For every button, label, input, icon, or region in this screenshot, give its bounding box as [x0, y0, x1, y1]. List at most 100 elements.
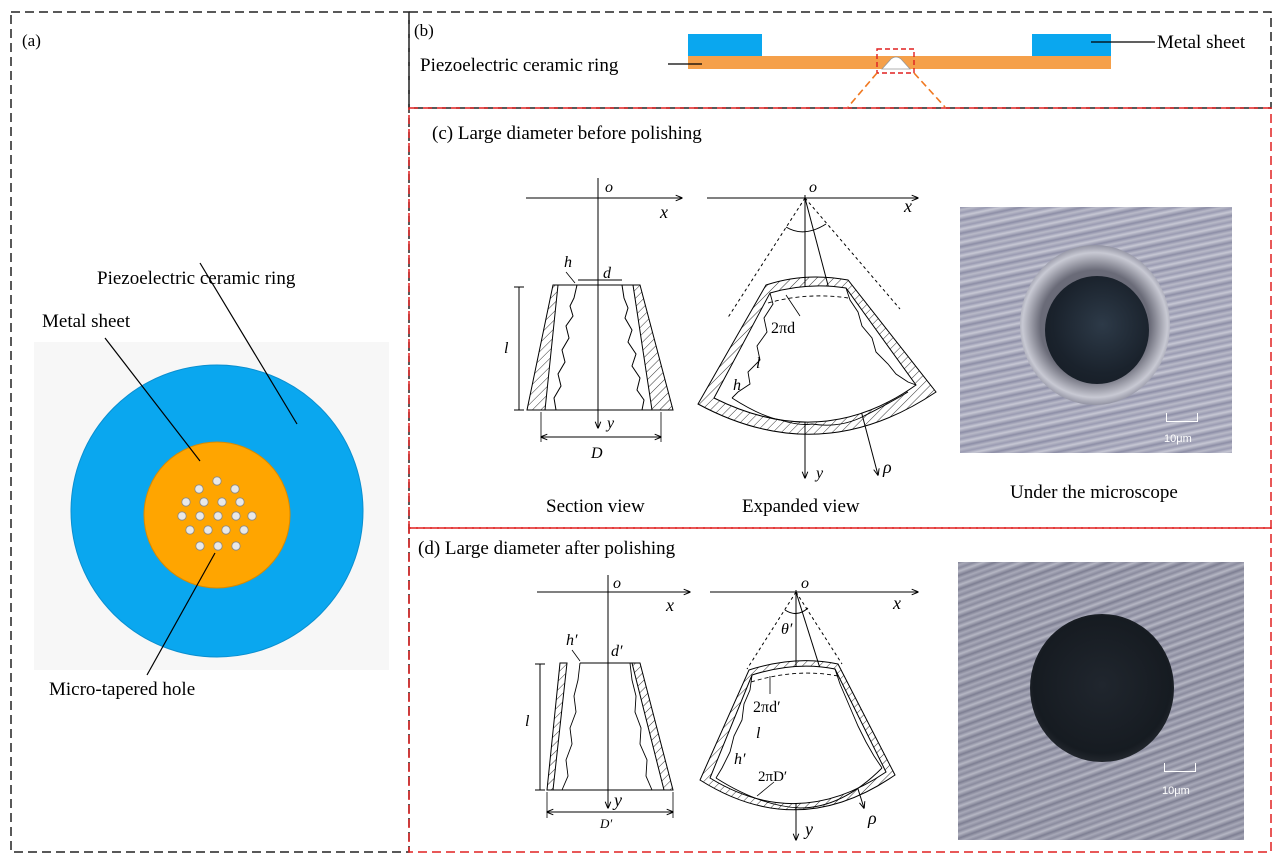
metal-leader-line	[104, 337, 201, 462]
panel-a-ring-label: Piezoelectric ceramic ring	[97, 268, 296, 289]
micro-hole	[195, 511, 205, 521]
metal-block-left	[688, 34, 762, 56]
rough-edge-left-d1	[561, 662, 581, 791]
micro-hole	[230, 484, 240, 494]
wall-left-c1	[526, 284, 559, 411]
taper-hole-profile	[881, 56, 911, 70]
l-label-d1: l	[525, 713, 530, 730]
micro-hole	[213, 541, 223, 551]
h-prime-label-d1: h′	[566, 632, 578, 649]
section-caption-c: Section view	[546, 496, 645, 517]
angle-arc-d2	[784, 607, 809, 614]
micro-hole	[213, 511, 223, 521]
theta-prime-label-d2: θ′	[781, 621, 793, 638]
micro-hole	[217, 497, 227, 507]
x-label-d2: x	[892, 593, 901, 613]
dashed-arc-c2	[767, 295, 849, 304]
wall-right-d1	[631, 662, 674, 791]
micro-hole	[181, 497, 191, 507]
panel-b-ring-label: Piezoelectric ceramic ring	[420, 55, 619, 76]
micro-hole	[235, 497, 245, 507]
panel-d-frame	[408, 527, 1272, 853]
rough-edge-right-c1	[621, 284, 645, 411]
rho-label-d2: ρ	[867, 808, 877, 828]
l-label-c1: l	[504, 340, 509, 357]
rough-right-d2	[834, 668, 883, 769]
micro-hole	[199, 497, 209, 507]
y-label-c1: y	[605, 415, 615, 432]
microscope-caption-c: Under the microscope	[1010, 482, 1178, 503]
panel-c-title: (c) Large diameter before polishing	[432, 123, 702, 144]
micro-hole	[212, 476, 222, 486]
rough-bottom-d2	[715, 767, 883, 809]
rough-right-c2	[845, 287, 917, 386]
rough-left-c2	[731, 292, 774, 399]
rho-label-c2: ρ	[882, 457, 892, 477]
h-prime-label-d2: h′	[734, 751, 746, 768]
scale-label-after: 10μm	[1162, 785, 1190, 797]
expanded-view-d: o x θ′ 2πd′ l h′ 2πD′ y ρ	[699, 575, 918, 840]
d-label-c1: d	[603, 265, 612, 282]
panel-a: (a) Piezoelectric ceramic ring Metal she…	[22, 31, 389, 700]
panel-b-metal-label: Metal sheet	[1157, 32, 1246, 53]
zoom-box	[876, 48, 915, 74]
scale-bar-after	[1164, 763, 1196, 772]
h-label-c1: h	[564, 254, 572, 271]
two-pi-D-leader-d2	[756, 781, 775, 797]
wall-right-c1	[632, 284, 674, 411]
D-prime-label-d1: D′	[599, 816, 612, 831]
panel-c: (c) Large diameter before polishing o x …	[432, 123, 1178, 517]
microscope-image-after: 10μm	[958, 562, 1244, 840]
sector-inner-d2	[709, 665, 887, 805]
panel-c-frame	[408, 107, 1272, 529]
section-view-d: o x h′ d′ l y D′	[525, 575, 690, 831]
panel-b-tag: (b)	[414, 21, 434, 40]
ray-right-c2	[804, 197, 901, 310]
micro-hole	[177, 511, 187, 521]
panel-a-metal-label: Metal sheet	[42, 311, 131, 332]
panel-d: (d) Large diameter after polishing o x h…	[418, 538, 918, 840]
micro-hole	[194, 484, 204, 494]
l-label-c2: l	[756, 355, 761, 372]
rough-left-d2	[715, 674, 753, 779]
y-label-d1: y	[612, 790, 622, 810]
x-label-d1: x	[665, 595, 674, 615]
micro-hole	[195, 541, 205, 551]
panel-d-title: (d) Large diameter after polishing	[418, 538, 676, 559]
two-pi-d-label-c2: 2πd	[771, 320, 795, 337]
h-leader-c1	[565, 271, 576, 284]
dashed-arc-d2	[750, 672, 839, 683]
y-label-d2: y	[803, 819, 813, 839]
origin-label-d2: o	[801, 575, 809, 592]
zoom-line-right	[913, 72, 946, 108]
rough-edge-right-d1	[629, 662, 653, 791]
micro-hole-after	[1030, 614, 1174, 762]
zoom-line-left	[847, 72, 878, 108]
metal-block-right	[1032, 34, 1111, 56]
y-label-c2: y	[814, 465, 824, 482]
origin-label-c1: o	[605, 179, 613, 196]
panel-b-frame	[408, 11, 1272, 109]
section-view-c: o x h d l y D Section view	[504, 178, 682, 517]
two-pi-D-prime-label-d2: 2πD′	[758, 769, 787, 785]
micro-hole	[231, 541, 241, 551]
expanded-caption-c: Expanded view	[742, 496, 860, 517]
panel-frames	[10, 11, 1272, 853]
micro-hole	[231, 511, 241, 521]
angle-arc-c2	[785, 223, 827, 233]
h-leader-d1	[571, 649, 581, 662]
x-label-c2: x	[903, 196, 912, 216]
ray-right-d2	[795, 591, 843, 665]
d-prime-label-d1: d′	[611, 643, 623, 660]
two-pi-d-leader-c2	[785, 294, 801, 317]
expanded-view-c: o x 2πd l h y ρ Expanded view	[697, 179, 937, 517]
x-label-c1: x	[659, 202, 668, 222]
micro-hole	[203, 525, 213, 535]
micro-hole	[185, 525, 195, 535]
hole-leader-line	[146, 552, 216, 676]
scale-label-before: 10μm	[1164, 433, 1192, 445]
micro-hole	[247, 511, 257, 521]
panel-b: (b) Piezoelectric ceramic ring Metal she…	[414, 21, 1246, 108]
h-label-c2: h	[733, 377, 741, 394]
